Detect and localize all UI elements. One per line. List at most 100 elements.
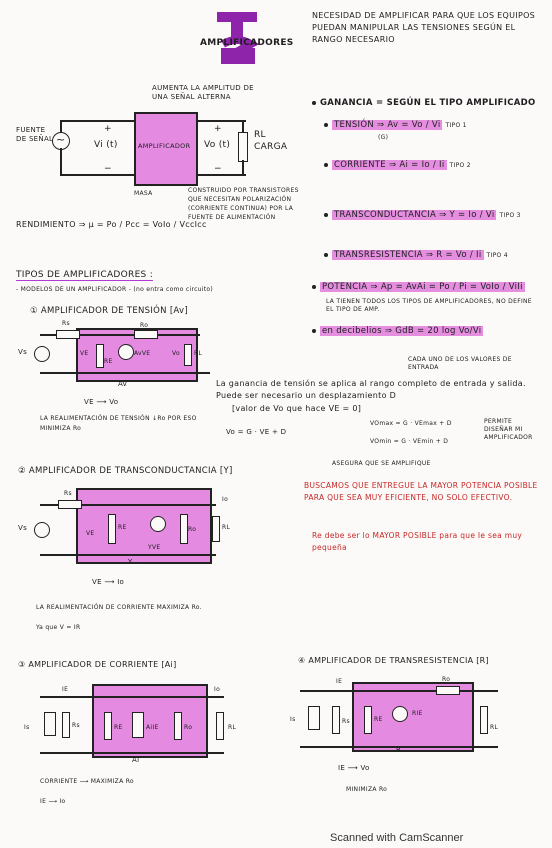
range-vomax: VOmax = G · VEmax + D: [370, 420, 452, 427]
amp2-dep-source: [150, 516, 166, 532]
amp4-ro: Ro: [442, 676, 451, 683]
transconductancia-text: TRANSCONDUCTANCIA ⇒ Y = Io / Vi: [332, 210, 497, 220]
amp3-arrow1: CORRIENTE ⟶ MAXIMIZA Ro: [40, 778, 134, 785]
amp2-ro-resistor: [180, 514, 188, 544]
amp2-note: LA REALIMENTACIÓN DE CORRIENTE MAXIMIZA …: [36, 604, 202, 611]
amp3-rs: Rs: [72, 722, 80, 729]
amp1-vs: Vs: [18, 348, 28, 356]
amp4-rl-resistor: [480, 706, 488, 734]
potencia-note: LA TIENEN TODOS LOS TIPOS DE AMPLIFICADO…: [326, 298, 532, 313]
amp2-note2: Ya que V = IR: [36, 624, 81, 631]
amp4-rs-resistor: [332, 706, 340, 734]
tipos-heading-text: TIPOS DE AMPLIFICADORES :: [16, 270, 154, 281]
amp1-rl: RL: [194, 350, 203, 357]
amp4-ro-resistor: [436, 686, 460, 695]
amp2-io: Io: [222, 496, 229, 503]
ganancia-text: GANANCIA = SEGÚN EL TIPO AMPLIFICADO: [320, 98, 536, 108]
range-line1: CADA UNO DE LOS VALORES DE ENTRADA: [408, 356, 512, 371]
amp3-arrow2: IE ⟶ Io: [40, 798, 66, 805]
amp2-ve: VE: [86, 530, 95, 537]
amp3-re: RE: [114, 724, 123, 731]
range-formula: Vo = G · VE + D: [226, 428, 287, 436]
watermark: Scanned with CamScanner: [330, 832, 464, 844]
rl-resistor: [238, 132, 248, 162]
decibelios-line: en decibelios ⇒ GdB = 20 log Vo/Vi: [312, 326, 484, 336]
amp3-ai: Ai: [132, 756, 140, 764]
amp4-re: RE: [374, 716, 383, 723]
amp2-ro: Ro: [188, 526, 197, 533]
amp1-ro-resistor: [134, 330, 158, 339]
transresistencia-text: TRANSRESISTENCIA ⇒ R = Vo / Ii: [332, 250, 484, 260]
amp4-rs: Rs: [342, 718, 350, 725]
range-vomin: VOmin = G · VEmin + D: [370, 438, 449, 445]
potencia-note-p1: BUSCAMOS QUE ENTREGUE LA MAYOR POTENCIA …: [304, 481, 538, 502]
tension-line: TENSIÓN ⇒ Av = Vo / Vi TIPO 1: [324, 120, 467, 130]
amp4-note: MINIMIZA Ro: [346, 786, 388, 793]
amp1-ro: Ro: [140, 322, 149, 329]
amp2-arrow: VE ⟶ Io: [92, 578, 125, 586]
intro-text: NECESIDAD DE AMPLIFICAR PARA QUE LOS EQU…: [312, 11, 536, 44]
amp3-rs-resistor: [62, 712, 70, 738]
amp3-rl-resistor: [216, 712, 224, 740]
amp1-rs: Rs: [62, 320, 70, 327]
amp3-is: Is: [24, 724, 30, 731]
rl-label: RL: [254, 130, 266, 140]
ganancia-line: GANANCIA = SEGÚN EL TIPO AMPLIFICADO: [312, 98, 536, 108]
note-bottom: CONSTRUIDO POR TRANSISTORES QUE NECESITA…: [188, 187, 299, 221]
amp3-aiie: AiIE: [146, 724, 159, 731]
corriente-text: CORRIENTE ⇒ Ai = Io / Ii: [332, 160, 447, 170]
amp2-rl-resistor: [212, 516, 220, 542]
amp1-avve: AvVE: [134, 350, 151, 357]
plus-sign: +: [214, 124, 222, 134]
carga-label: CARGA: [254, 142, 288, 152]
amp2-title: ② AMPLIFICADOR DE TRANSCONDUCTANCIA [Y]: [18, 466, 233, 476]
amp2-yve: YVE: [148, 544, 161, 551]
decibelios-text: en decibelios ⇒ GdB = 20 log Vo/Vi: [320, 326, 484, 336]
title-sub: AMPLIFICADORES: [200, 38, 294, 48]
transresistencia-line: TRANSRESISTENCIA ⇒ R = Vo / Ii TIPO 4: [324, 250, 508, 260]
vs-source-icon: [34, 346, 50, 362]
amp2-rl: RL: [222, 524, 231, 531]
amp1-vo: Vo: [172, 350, 180, 357]
amp-label: AMPLIFICADOR: [138, 142, 191, 150]
vi-label: Vi (t): [94, 140, 118, 150]
title-t2-glyph: [217, 12, 260, 64]
amp4-is: Is: [290, 716, 296, 723]
amp1-rs-resistor: [56, 330, 80, 339]
amp1-arrow: VE ⟶ Vo: [84, 398, 119, 406]
amp4-ie: IE: [336, 678, 343, 685]
amp1-dep-source: [118, 344, 134, 360]
amp4-arrow: IE ⟶ Vo: [338, 764, 370, 772]
range-text: La ganancia de tensión se aplica al rang…: [216, 379, 526, 400]
potencia-note-p2: Re debe ser lo MAYOR POSIBLE para que Ie…: [312, 531, 523, 552]
minus-sign: −: [104, 164, 112, 174]
amp4-r: R: [396, 746, 402, 754]
amp3-ro-resistor: [174, 712, 182, 740]
amp1-note: LA REALIMENTACIÓN DE TENSIÓN ↓Ro POR ESO…: [40, 415, 197, 432]
corriente-tipo: TIPO 2: [449, 162, 471, 169]
amp3-ie: IE: [62, 686, 69, 693]
transconductancia-tipo: TIPO 3: [499, 212, 521, 219]
amp2-block: [76, 488, 212, 564]
amp1-title: ① AMPLIFICADOR DE TENSIÓN [Av]: [30, 306, 188, 316]
amp3-is-source: [44, 712, 56, 736]
rendimiento-formula: RENDIMIENTO ⇒ μ = Po / Pcc = VoIo / VccI…: [16, 220, 207, 229]
amp2-re: RE: [118, 524, 127, 531]
amp1-ve: VE: [80, 350, 89, 357]
amp3-dep-source: [132, 712, 144, 738]
vo-label: Vo (t): [204, 140, 231, 150]
plus-sign: +: [104, 124, 112, 134]
source-label: FUENTE DE SEÑAL: [16, 126, 54, 143]
amp4-rie: RIE: [412, 710, 423, 717]
amp1-re-resistor: [96, 344, 104, 368]
tension-text: TENSIÓN ⇒ Av = Vo / Vi: [332, 120, 443, 130]
amp2-rs: Rs: [64, 490, 72, 497]
tipos-heading: TIPOS DE AMPLIFICADORES :: [16, 270, 154, 281]
masa-label: MASA: [134, 190, 153, 197]
tension-tipo: TIPO 1: [445, 122, 467, 129]
amp4-is-source: [308, 706, 320, 730]
amp3-io: Io: [214, 686, 221, 693]
amp3-ro: Ro: [184, 724, 193, 731]
tension-unit: (G): [378, 134, 389, 141]
potencia-text: POTENCIA ⇒ Ap = AvAi = Po / Pi = VoIo / …: [320, 282, 525, 292]
